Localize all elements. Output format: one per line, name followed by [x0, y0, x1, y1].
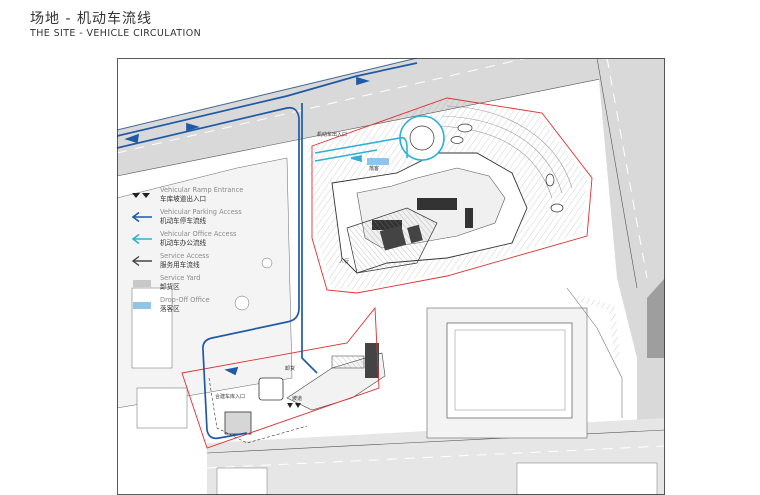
legend-item-office-access: Vehicular Office Access 机动车办公流线 — [130, 230, 290, 252]
header: 场地 - 机动车流线 THE SITE - VEHICLE CIRCULATIO… — [30, 10, 201, 40]
roundabout — [367, 115, 445, 165]
east-road — [596, 58, 665, 495]
legend-label-en: Service Yard — [160, 274, 201, 282]
legend-label-en: Vehicular Ramp Entrance — [160, 186, 244, 194]
grey-box-icon — [133, 280, 151, 287]
map-label-ramp-top: 机动车出入口 — [317, 131, 347, 138]
legend-item-ramp-entrance: Vehicular Ramp Entrance 车库坡道出入口 — [130, 186, 290, 208]
blue-box-icon — [133, 302, 151, 309]
office-route — [314, 136, 408, 163]
building — [331, 123, 564, 274]
legend-item-service-yard: Service Yard 卸货区 — [130, 274, 290, 296]
arrow-left-icon — [131, 255, 152, 267]
legend-label-cn: 机动车停车流线 — [160, 216, 207, 225]
parking-route — [117, 58, 418, 440]
service-building — [208, 343, 386, 444]
map-label-ramp-bottom: 坡道 — [292, 395, 302, 402]
map-label-loading: 合建车库入口 — [215, 393, 245, 400]
arena-block — [426, 287, 623, 439]
ramp-entrance-marker — [295, 403, 301, 408]
legend-label-cn: 车库坡道出入口 — [160, 194, 207, 203]
legend-label-cn: 落客区 — [160, 304, 180, 313]
legend-label-en: Service Access — [160, 252, 210, 260]
page-title: 场地 - 机动车流线 — [30, 11, 152, 27]
map-label-service: 卸货 — [285, 365, 295, 372]
legend-label-en: Vehicular Parking Access — [160, 208, 242, 216]
drop-off-zone — [367, 158, 389, 165]
site-boundary-lower — [181, 306, 380, 449]
ramp-entrance-marker — [287, 403, 293, 408]
legend-label-cn: 卸货区 — [160, 282, 180, 291]
legend: Vehicular Ramp Entrance 车库坡道出入口 Vehicula… — [130, 186, 290, 318]
left-blocks — [117, 157, 293, 429]
ramp-triangles-icon — [132, 193, 150, 198]
legend-item-parking-access: Vehicular Parking Access 机动车停车流线 — [130, 208, 290, 230]
site-plan-map: 机动车出入口 落客 人行 卸货 合建车库入口 坡道 — [117, 58, 665, 495]
legend-label-en: Vehicular Office Access — [160, 230, 237, 238]
legend-item-service-access: Service Access 服务用车流线 — [130, 252, 290, 274]
page-subtitle: THE SITE - VEHICLE CIRCULATION — [30, 28, 202, 39]
legend-item-drop-off: Drop-Off Office 落客区 — [130, 296, 290, 318]
legend-label-cn: 服务用车流线 — [160, 260, 200, 269]
legend-label-en: Drop-Off Office — [160, 296, 210, 304]
arrow-left-icon — [131, 233, 152, 245]
legend-label-cn: 机动车办公流线 — [160, 238, 207, 247]
arrow-left-icon — [131, 211, 152, 223]
map-label-drop-off: 落客 — [369, 165, 379, 172]
map-label-sub-entry: 人行 — [339, 258, 349, 265]
